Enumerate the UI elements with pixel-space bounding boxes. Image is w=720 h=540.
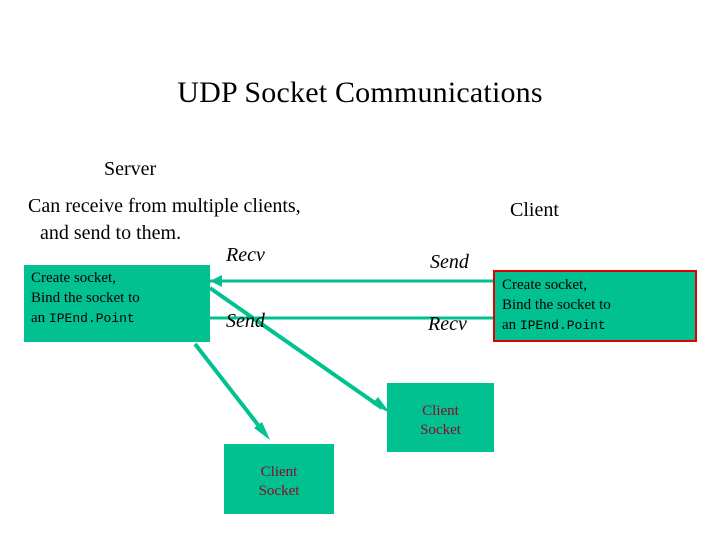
client-socket-right-line2: Socket (420, 422, 461, 438)
client-box-line3: an IPEnd.Point (502, 315, 698, 336)
client-socket-node-left-text: Client Socket (225, 463, 333, 501)
label-send-left: Send (226, 310, 265, 332)
client-label: Client (510, 199, 559, 221)
server-box-line3-mono: IPEnd.Point (48, 311, 135, 326)
server-description-line2: and send to them. (40, 222, 182, 244)
client-socket-node-right: Client Socket (387, 383, 494, 452)
server-description: Can receive from multiple clients, and s… (28, 193, 301, 247)
label-recv-right: Recv (428, 313, 467, 335)
label-recv-left: Recv (226, 244, 265, 266)
client-socket-right-line1: Client (422, 403, 459, 419)
page-title: UDP Socket Communications (177, 76, 543, 109)
server-box-line3: an IPEnd.Point (31, 308, 211, 329)
client-box-line3-plain: an (502, 317, 520, 333)
server-box-line1: Create socket, (31, 270, 116, 286)
arrow-head-top-left (210, 275, 222, 287)
server-description-line1: Can receive from multiple clients, (28, 195, 301, 217)
server-box-line3-plain: an (31, 310, 49, 326)
server-socket-box (24, 265, 210, 342)
arrow-line-diagonal-left (193, 342, 264, 432)
client-socket-box (493, 270, 697, 342)
arrow-line-diagonal-right (208, 286, 384, 410)
arrow-head-diagonal-left (254, 422, 270, 440)
server-label: Server (104, 158, 157, 180)
server-socket-box-text: Create socket, Bind the socket to an IPE… (31, 268, 211, 329)
client-socket-left-line2: Socket (258, 483, 300, 499)
client-box-line1: Create socket, (502, 277, 587, 293)
client-socket-left-line1: Client (260, 464, 298, 480)
client-box-line2: Bind the socket to (502, 297, 611, 313)
client-box-line3-mono: IPEnd.Point (519, 318, 606, 333)
client-socket-node-left: Client Socket (224, 444, 334, 514)
server-box-line2: Bind the socket to (31, 290, 140, 306)
client-socket-node-right-text: Client Socket (388, 402, 493, 440)
client-socket-box-text: Create socket, Bind the socket to an IPE… (502, 275, 698, 336)
label-send-right: Send (430, 251, 469, 273)
